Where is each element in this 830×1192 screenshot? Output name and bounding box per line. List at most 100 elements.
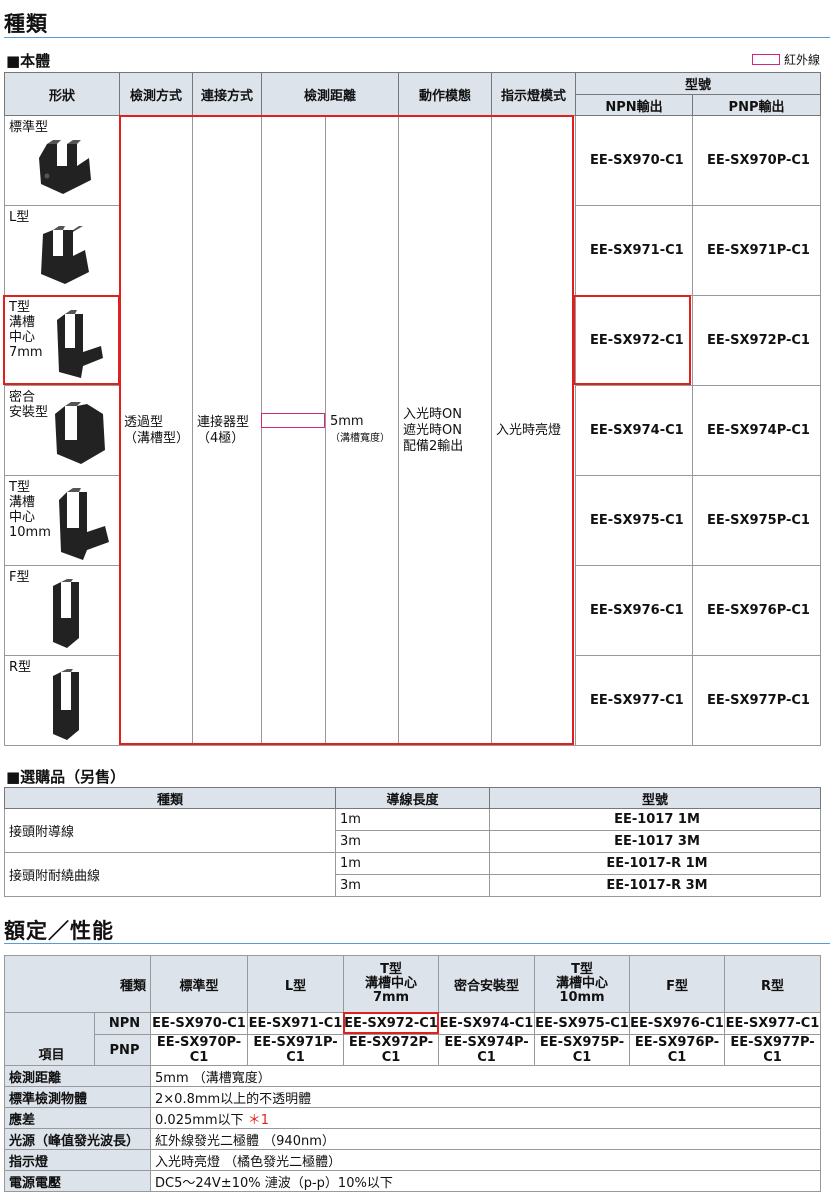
shape-cell-4: T型 溝槽 中心 10mm	[4, 475, 120, 566]
shape-cell-0: 標準型	[4, 115, 120, 206]
header-pnp: PNP輸出	[692, 94, 822, 116]
pnp-model: EE-SX975P-C1	[692, 475, 822, 566]
rate-label-pnp: PNP	[93, 1034, 152, 1066]
indicator-cell: 入光時亮燈	[491, 115, 577, 746]
title-rule	[4, 943, 830, 944]
rate-npn-model: EE-SX971-C1	[247, 1012, 345, 1035]
shape-cell-3: 密合 安裝型	[4, 385, 120, 476]
distance-line-2: （溝槽寬度）	[330, 433, 390, 444]
pnp-model: EE-SX977P-C1	[692, 655, 822, 746]
rate-npn-model: EE-SX977-C1	[724, 1012, 822, 1035]
connection-line-2: （4極）	[197, 430, 245, 446]
rate-pnp-model: EE-SX974P-C1	[438, 1034, 536, 1066]
connection-cell: 連接器型（4極）	[192, 115, 262, 746]
spec-value: 5mm （溝槽寬度）	[150, 1065, 822, 1087]
rate-col-header: T型 溝槽中心 10mm	[534, 955, 631, 1013]
acc-type: 接頭附耐繞曲線	[4, 852, 336, 897]
rate-header-item: 項目	[4, 1012, 95, 1066]
rate-npn-model: EE-SX976-C1	[629, 1012, 726, 1035]
header-distance: 檢測距離	[260, 72, 400, 116]
rate-npn-model: EE-SX972-C1	[343, 1012, 440, 1035]
mode-line-3: 配備2輸出	[403, 438, 464, 454]
header-connection: 連接方式	[192, 72, 262, 116]
mode-line-1: 入光時ON	[403, 406, 462, 422]
sensor-r-icon	[53, 669, 79, 740]
shape-name: F型	[9, 570, 30, 585]
rate-pnp-model: EE-SX971P-C1	[247, 1034, 345, 1066]
body-heading: ■本體	[6, 52, 51, 70]
shape-name: L型	[9, 210, 30, 225]
acc-model: EE-1017 1M	[489, 808, 821, 831]
shape-name: T型 溝槽 中心 7mm	[9, 300, 43, 360]
acc-header-type: 種類	[4, 787, 336, 809]
acc-model: EE-1017-R 3M	[489, 874, 821, 897]
title-rule	[4, 37, 830, 38]
rate-pnp-model: EE-SX977P-C1	[724, 1034, 822, 1066]
spec-label: 檢測距離	[3, 1065, 152, 1087]
rate-col-header: 密合安裝型	[438, 955, 536, 1013]
sensor-standard-icon	[39, 140, 91, 194]
shape-name: T型 溝槽 中心 10mm	[9, 480, 51, 540]
header-indicator: 指示燈模式	[491, 72, 577, 116]
spec-label: 標準檢測物體	[3, 1086, 152, 1108]
accessory-table: 種類 導線長度 型號 接頭附導線 1m EE-1017 1M 3m EE-101…	[4, 787, 821, 897]
spec-label: 電源電壓	[3, 1170, 152, 1192]
npn-model: EE-SX974-C1	[575, 385, 694, 476]
shape-cell-1: L型	[4, 205, 120, 296]
spec-value: 入光時亮燈 （橘色發光二極體）	[150, 1149, 822, 1171]
rate-pnp-model: EE-SX975P-C1	[534, 1034, 631, 1066]
npn-model: EE-SX975-C1	[575, 475, 694, 566]
accessory-heading: ■選購品（另售）	[6, 768, 126, 786]
rate-col-header: F型	[629, 955, 726, 1013]
acc-length: 3m	[335, 830, 490, 853]
acc-model: EE-1017 3M	[489, 830, 821, 853]
distance-line-1: 5mm	[330, 414, 364, 429]
acc-length: 1m	[335, 808, 490, 831]
section-title-ratings: 額定／性能	[4, 919, 114, 943]
pnp-model: EE-SX972P-C1	[692, 295, 822, 386]
rate-pnp-model: EE-SX976P-C1	[629, 1034, 726, 1066]
rate-npn-model: EE-SX974-C1	[438, 1012, 536, 1035]
rate-col-header: R型	[724, 955, 822, 1013]
mode-line-2: 遮光時ON	[403, 422, 462, 438]
rate-header-kind: 種類	[3, 955, 152, 1013]
spec-label: 光源（峰值發光波長）	[3, 1128, 152, 1150]
pnp-model: EE-SX976P-C1	[692, 565, 822, 656]
shape-cell-5: F型	[4, 565, 120, 656]
distance-cell: 5mm （溝槽寬度）	[324, 115, 400, 746]
npn-model: EE-SX977-C1	[575, 655, 694, 746]
spec-value-hysteresis: 0.025mm以下 ＊1	[150, 1107, 822, 1129]
shape-name: 標準型	[9, 120, 49, 135]
pnp-model: EE-SX970P-C1	[692, 115, 822, 206]
legend-label: 紅外線	[783, 53, 820, 67]
sensor-l-icon	[41, 226, 89, 284]
acc-length: 1m	[335, 852, 490, 875]
pnp-model: EE-SX971P-C1	[692, 205, 822, 296]
header-method: 檢測方式	[119, 72, 193, 116]
infrared-legend-swatch	[751, 54, 780, 65]
product-table: 形狀 檢測方式 連接方式 檢測距離 動作模態 指示燈模式 型號 NPN輸出 PN…	[4, 72, 822, 746]
npn-model: EE-SX970-C1	[575, 115, 694, 206]
acc-length: 3m	[335, 874, 490, 897]
acc-type: 接頭附導線	[4, 808, 336, 853]
rate-label-npn: NPN	[93, 1012, 152, 1035]
sensor-f-icon	[53, 579, 79, 648]
method-line-1: 透過型	[124, 414, 164, 430]
method-line-2: （溝槽型）	[124, 430, 190, 446]
header-mode: 動作模態	[398, 72, 493, 116]
acc-header-length: 導線長度	[335, 787, 490, 809]
header-shape: 形狀	[4, 72, 120, 116]
legend: 紅外線	[751, 51, 820, 68]
shape-name: R型	[9, 660, 32, 675]
sensor-t7-icon	[57, 310, 103, 378]
npn-model: EE-SX976-C1	[575, 565, 694, 656]
shape-name: 密合 安裝型	[9, 390, 49, 420]
rate-pnp-model: EE-SX970P-C1	[150, 1034, 249, 1066]
rate-pnp-model: EE-SX972P-C1	[343, 1034, 440, 1066]
spec-label: 指示燈	[3, 1149, 152, 1171]
npn-model: EE-SX971-C1	[575, 205, 694, 296]
spec-value: 紅外線發光二極體 （940nm）	[150, 1128, 822, 1150]
spec-value: 2×0.8mm以上的不透明體	[150, 1086, 822, 1108]
ratings-table: 種類 標準型 L型 T型 溝槽中心 7mm 密合安裝型 T型 溝槽中心 10mm…	[3, 955, 822, 1192]
